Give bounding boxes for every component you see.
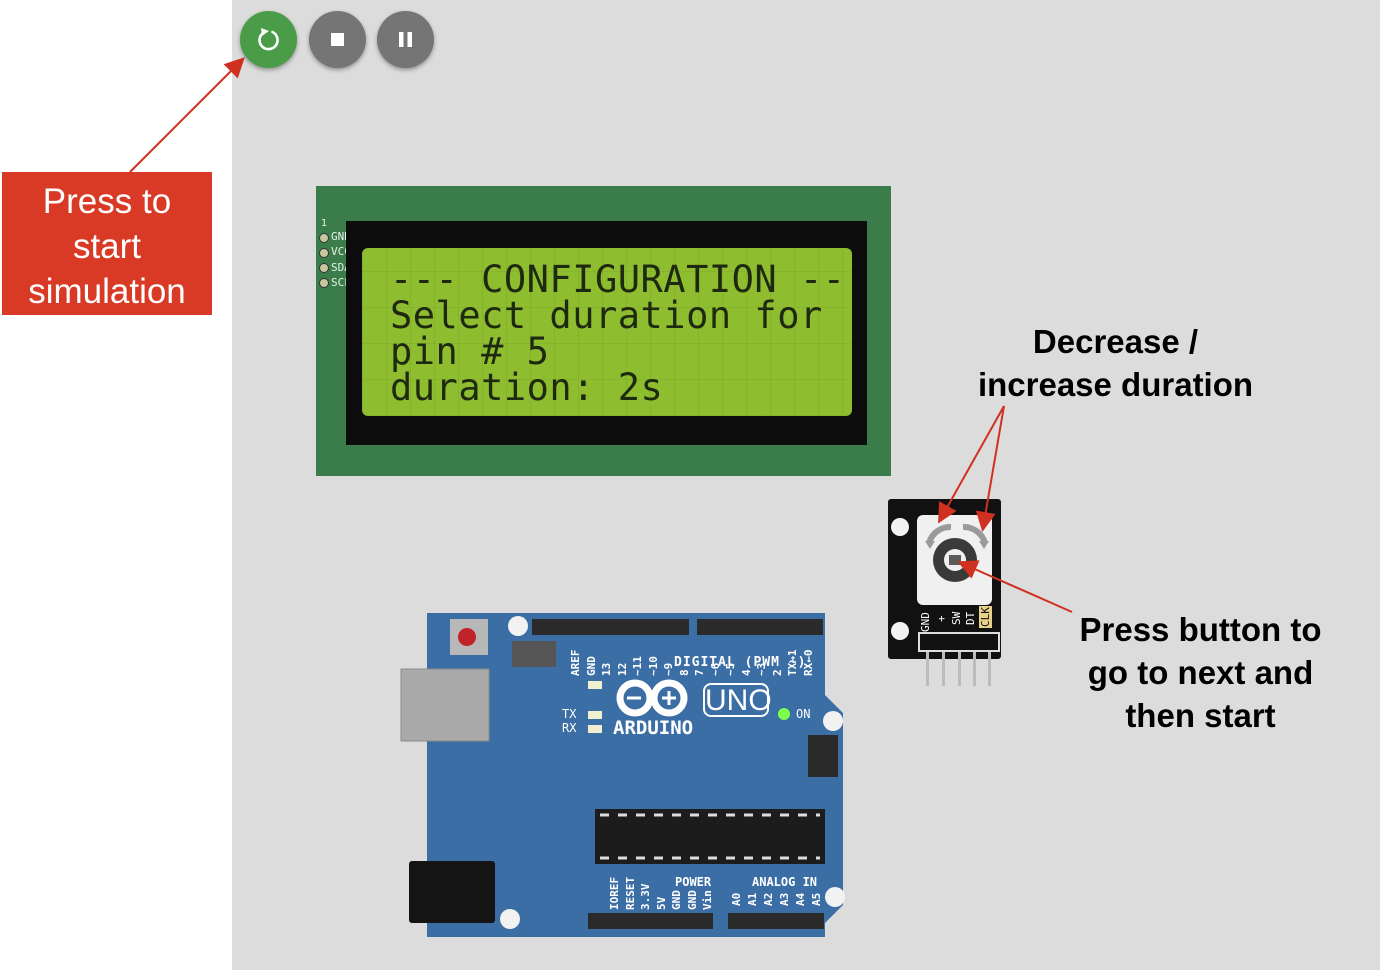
arduino-logo-text: ARDUINO	[613, 717, 694, 739]
pin-label: GND	[685, 890, 699, 910]
lcd-pin-dot	[319, 278, 329, 288]
pin-label: A2	[762, 892, 775, 906]
lcd-pin-dot	[319, 263, 329, 273]
encoder-pin-label: DT	[964, 611, 977, 625]
note-line: increase duration	[977, 366, 1254, 403]
mounting-hole	[891, 518, 909, 536]
stop-simulation-button[interactable]	[309, 11, 366, 68]
pin-label: Vin	[701, 890, 714, 910]
pin-label: A5	[810, 892, 823, 906]
power-header	[588, 913, 713, 929]
start-simulation-callout: Press to start simulation	[2, 172, 212, 315]
pin-label: ~10	[646, 656, 660, 676]
digital-header	[697, 619, 823, 635]
pin-label: A0	[730, 892, 743, 906]
pin-label: 5V	[654, 896, 668, 910]
pin-label: 4	[739, 669, 753, 676]
pin-label: IOREF	[608, 876, 621, 910]
pin-label: ~5	[724, 662, 737, 676]
power-label: POWER	[675, 875, 712, 889]
power-led	[778, 708, 790, 720]
pin-label: 7	[693, 669, 706, 676]
analog-label: ANALOG IN	[752, 875, 818, 889]
lcd-text-line: duration: 2s	[390, 366, 664, 409]
lcd-pin-dot	[319, 233, 329, 243]
pin-label: ~6	[708, 662, 722, 676]
note-line: Press button to	[1079, 611, 1322, 648]
pin-label: RESET	[623, 876, 637, 910]
pin-label: GND	[670, 890, 683, 910]
arduino-uno-board	[400, 613, 845, 937]
lcd-pin-dot	[319, 248, 329, 258]
lcd-pin-label: VCC	[331, 245, 351, 258]
tx-label: TX	[562, 707, 577, 721]
encoder-pin-label: +	[935, 615, 948, 622]
callout-line: start	[72, 227, 142, 266]
encoder-pin	[958, 652, 961, 686]
rx-label: RX	[562, 721, 577, 735]
lcd-text-line: Select duration for	[390, 294, 823, 337]
lcd-text-line: --- CONFIGURATION --	[390, 258, 846, 301]
encoder-pin	[942, 652, 945, 686]
pin-label: TX→1	[786, 649, 799, 677]
lcd-pin-label: GND	[331, 230, 351, 243]
pin-label: AREF	[569, 649, 582, 677]
pin-label: ~3	[755, 662, 768, 676]
lcd-pin-label: SDA	[331, 261, 351, 274]
encoder-pin-label: SW	[950, 611, 963, 625]
lcd-text-line: pin # 5	[390, 330, 550, 373]
pin-label: GND	[584, 656, 598, 676]
callout-line: simulation	[28, 272, 186, 311]
lcd-pin-index: 1	[321, 218, 328, 229]
encoder-pin-label: GND	[919, 612, 932, 632]
pause-simulation-button[interactable]	[377, 11, 434, 68]
arrow-to-restart	[129, 57, 245, 173]
uno-badge: UNO	[703, 683, 772, 717]
pin-label: A3	[778, 892, 791, 906]
encoder-pin	[988, 652, 991, 686]
pin-label: 13	[600, 662, 613, 676]
button-instruction-note: Press button to go to next and then star…	[1058, 608, 1343, 737]
encoder-pin-label: CLK	[979, 606, 992, 628]
encoder-knob[interactable]	[905, 505, 1005, 615]
pin-label: 8	[677, 669, 691, 676]
pin-label: A1	[746, 892, 759, 906]
restart-simulation-button[interactable]	[240, 11, 297, 68]
lcd-pin-label: SCL	[331, 276, 351, 289]
pause-icon	[399, 32, 412, 47]
digital-pins-label: DIGITAL (PWM ~)	[674, 655, 807, 670]
analog-header	[728, 913, 824, 929]
callout-line: Press to	[42, 182, 172, 221]
note-line: Decrease /	[1032, 323, 1199, 360]
digital-header	[532, 619, 689, 635]
pin-label: RX←0	[801, 649, 815, 677]
pin-label: A4	[794, 892, 807, 906]
encoder-instruction-note: Decrease / increase duration	[958, 320, 1273, 406]
note-line: go to next and	[1087, 654, 1314, 691]
encoder-pin	[973, 652, 976, 686]
mounting-hole	[891, 622, 909, 640]
usb-port	[400, 668, 490, 742]
atmega-chip	[595, 809, 825, 864]
pin-label: ~9	[662, 662, 675, 676]
pin-label: 2	[770, 669, 784, 676]
pin-label: 12	[615, 662, 629, 676]
pin-label: ~11	[631, 656, 644, 676]
stop-icon	[331, 33, 344, 46]
power-jack	[409, 861, 495, 923]
note-line: then start	[1125, 697, 1276, 734]
pin-label: 3.3V	[639, 883, 652, 911]
restart-icon	[258, 28, 279, 51]
on-label: ON	[796, 707, 811, 721]
encoder-pin	[926, 652, 929, 686]
encoder-header	[918, 632, 1000, 652]
lcd-screen	[362, 248, 852, 416]
